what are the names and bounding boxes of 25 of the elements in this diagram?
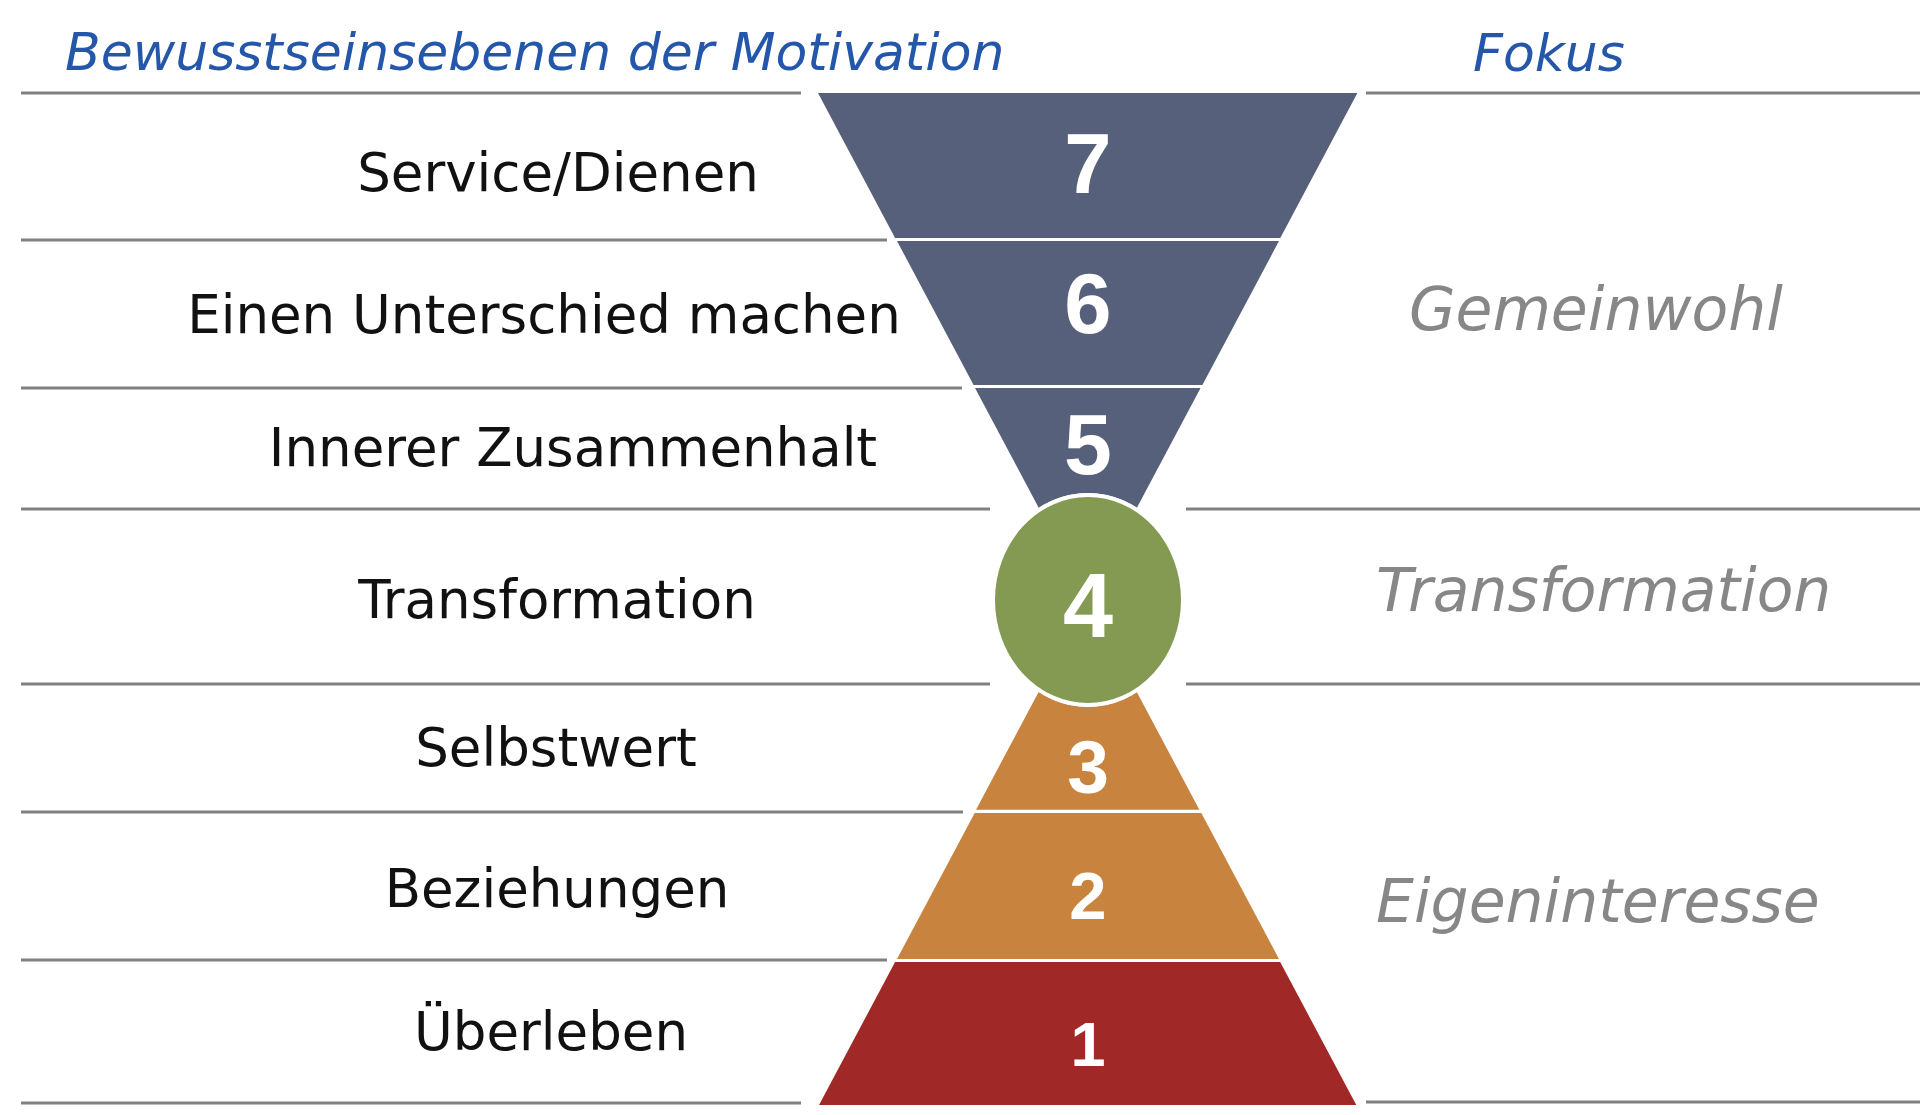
level-label: Beziehungen bbox=[384, 856, 730, 921]
level-number: 7 bbox=[1064, 121, 1112, 207]
level-number: 6 bbox=[1064, 261, 1112, 347]
level-label: Einen Unterschied machen bbox=[187, 282, 901, 347]
level-label: Service/Dienen bbox=[357, 140, 759, 205]
focus-label: Gemeinwohl bbox=[1409, 273, 1783, 346]
diagram-title: Bewusstseinsebenen der Motivation bbox=[65, 20, 1005, 84]
column-heading: Fokus bbox=[1473, 21, 1625, 85]
pyramid-segment bbox=[897, 241, 1279, 385]
focus-label: Eigeninteresse bbox=[1376, 865, 1820, 938]
level-label: Transformation bbox=[358, 567, 756, 632]
level-number: 4 bbox=[1062, 560, 1114, 651]
pyramid-segment bbox=[897, 813, 1279, 959]
focus-label: Transformation bbox=[1376, 554, 1832, 627]
level-number: 5 bbox=[1064, 400, 1112, 487]
level-number: 3 bbox=[1067, 730, 1109, 806]
level-label: Selbstwert bbox=[415, 715, 697, 780]
pyramid-segment bbox=[819, 962, 1357, 1105]
level-label: Überleben bbox=[414, 999, 688, 1064]
pyramid-segment bbox=[976, 692, 1200, 810]
level-label: Innerer Zusammenhalt bbox=[268, 415, 878, 480]
level-number: 2 bbox=[1069, 862, 1107, 930]
pyramid-segment bbox=[975, 388, 1201, 508]
pyramid-segment bbox=[818, 93, 1358, 238]
level-number: 1 bbox=[1070, 1013, 1106, 1077]
